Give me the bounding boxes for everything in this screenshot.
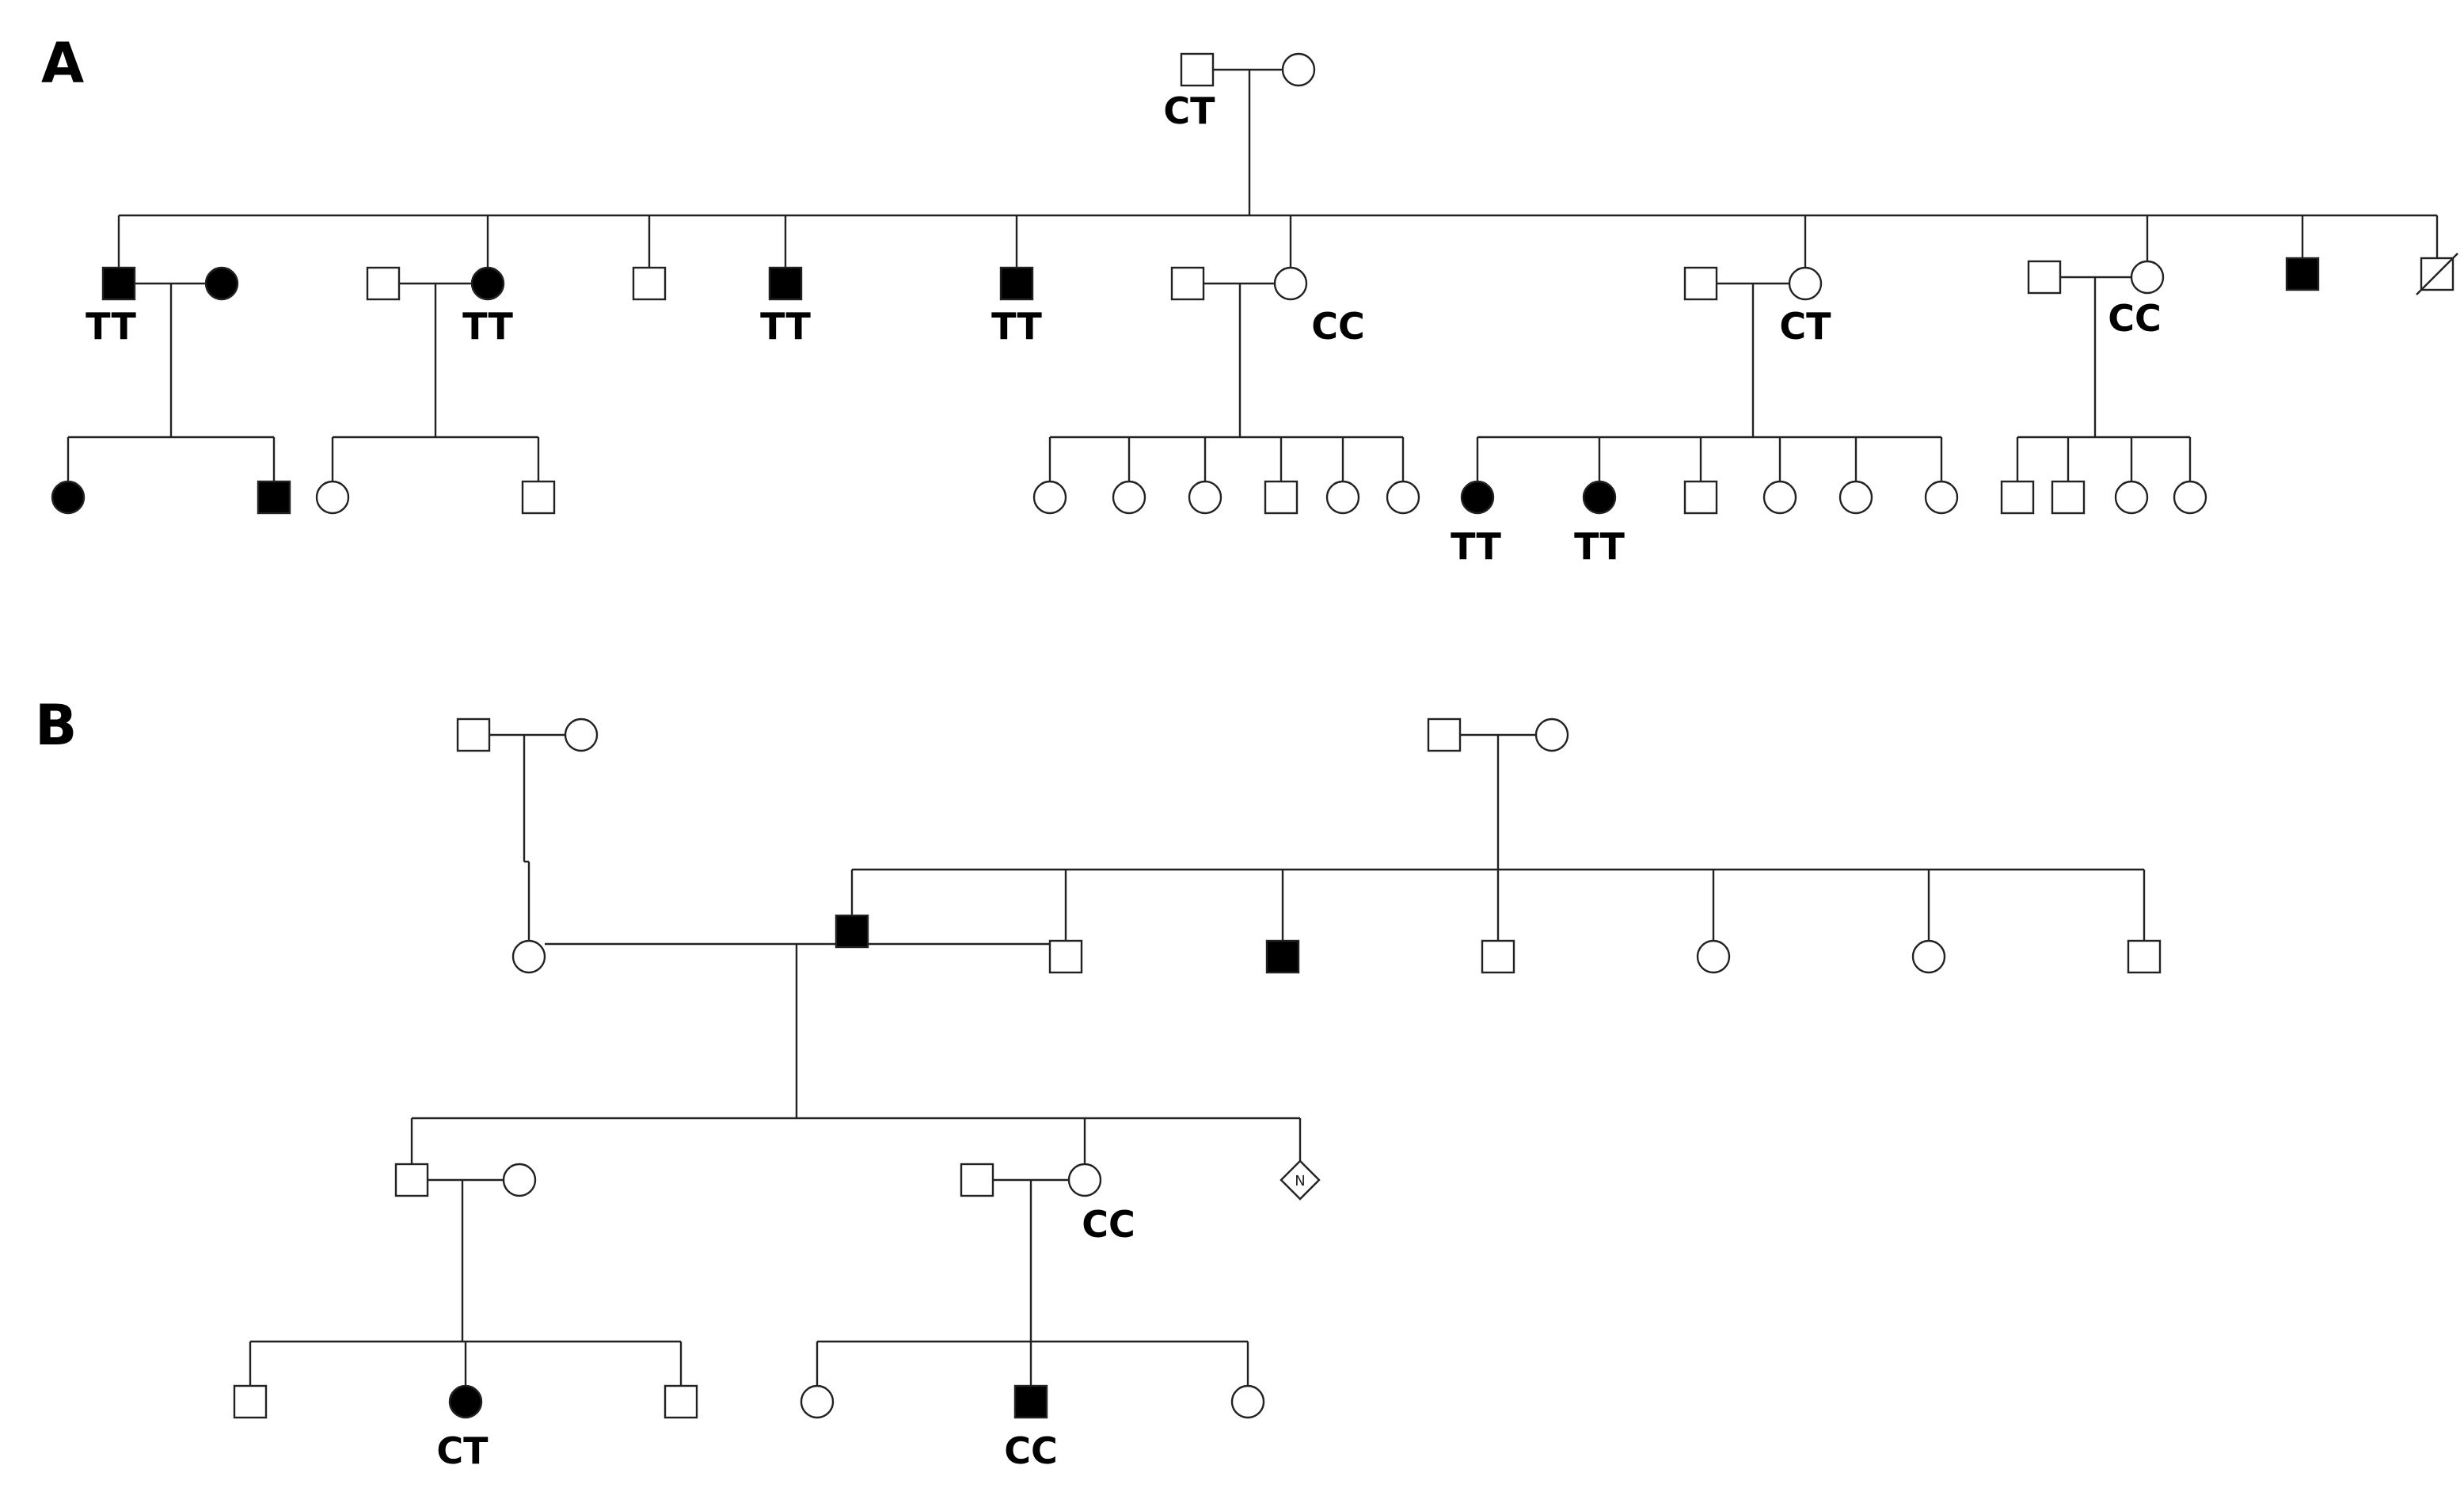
unaffected-male-symbol (521, 480, 556, 515)
unaffected-female-symbol (2114, 480, 2149, 515)
genotype-label: CT (1163, 89, 1215, 132)
panel-label-b: B (35, 693, 77, 758)
unaffected-male-symbol (1048, 939, 1083, 974)
unaffected-male-symbol (2127, 939, 2162, 974)
pedigree-lines (67, 68, 2439, 1386)
unknown-sex-symbol (1280, 1159, 1321, 1201)
unaffected-female-symbol (1534, 717, 1569, 752)
unaffected-male-symbol (1264, 480, 1299, 515)
affected-female-symbol (470, 266, 505, 301)
unaffected-female-symbol (1696, 939, 1731, 974)
unaffected-male-symbol (2051, 480, 2086, 515)
unaffected-male-symbol (960, 1163, 994, 1197)
affected-female-symbol (204, 266, 239, 301)
unaffected-male-symbol (456, 717, 491, 752)
unaffected-female-symbol (1112, 480, 1146, 515)
affected-male-symbol (835, 914, 869, 949)
unaffected-female-symbol (315, 480, 350, 515)
affected-male-symbol (257, 480, 291, 515)
panel-label-a: A (41, 31, 84, 96)
unaffected-female-symbol (1273, 266, 1308, 301)
genotype-label: CC (1311, 305, 1365, 348)
affected-male-symbol (1265, 939, 1300, 974)
unaffected-female-symbol (1281, 52, 1316, 87)
unaffected-male-symbol (1683, 480, 1718, 515)
unaffected-male-symbol (394, 1163, 429, 1197)
deceased-slash (2416, 253, 2458, 295)
unaffected-female-symbol (1924, 480, 1959, 515)
unaffected-male-symbol (1170, 266, 1205, 301)
genotype-label: TT (1574, 525, 1625, 568)
affected-male-symbol (1013, 1384, 1048, 1419)
genotype-label: CT (1779, 305, 1831, 348)
unaffected-male-symbol (233, 1384, 268, 1419)
genotype-label: TT (86, 305, 136, 348)
unaffected-male-symbol (1180, 52, 1215, 87)
pedigree-symbols: N (51, 52, 2458, 1419)
affected-male-symbol (768, 266, 803, 301)
unaffected-male-symbol (632, 266, 667, 301)
genotype-label: CT (436, 1429, 489, 1472)
genotype-label: TT (760, 305, 811, 348)
unaffected-male-symbol (1427, 717, 1462, 752)
genotype-label: CC (1082, 1203, 1135, 1246)
unaffected-female-symbol (800, 1384, 835, 1419)
unaffected-male-symbol (1683, 266, 1718, 301)
unaffected-female-symbol (564, 717, 599, 752)
unaffected-female-symbol (1762, 480, 1797, 515)
sibship-mark: N (1295, 1173, 1305, 1189)
unaffected-male-symbol (664, 1384, 698, 1419)
unaffected-male-symbol (2027, 260, 2062, 295)
unaffected-female-symbol (1788, 266, 1823, 301)
unaffected-female-symbol (1386, 480, 1420, 515)
unaffected-female-symbol (1325, 480, 1360, 515)
unaffected-female-symbol (1032, 480, 1067, 515)
affected-male-symbol (2285, 257, 2320, 291)
unaffected-female-symbol (1911, 939, 1946, 974)
unaffected-male-symbol (366, 266, 401, 301)
unaffected-female-symbol (2173, 480, 2207, 515)
unaffected-female-symbol (511, 939, 546, 974)
unaffected-female-symbol (1838, 480, 1873, 515)
genotype-label: CC (1004, 1429, 1058, 1472)
affected-female-symbol (448, 1384, 483, 1419)
genotype-label: TT (991, 305, 1042, 348)
unaffected-female-symbol (1188, 480, 1222, 515)
affected-female-symbol (1582, 480, 1617, 515)
unaffected-male-symbol (2000, 480, 2035, 515)
genotype-label: TT (1451, 525, 1501, 568)
affected-female-symbol (1460, 480, 1495, 515)
affected-female-symbol (51, 480, 86, 515)
unaffected-female-symbol (1067, 1163, 1102, 1197)
genotype-labels: CT TT TT TT TT CC CT CC TT TT CC CT CC (86, 89, 2162, 1472)
genotype-label: TT (462, 305, 513, 348)
affected-male-symbol (101, 266, 136, 301)
unaffected-female-symbol (1230, 1384, 1265, 1419)
unaffected-female-symbol (2130, 260, 2165, 295)
unaffected-female-symbol (502, 1163, 537, 1197)
genotype-label: CC (2108, 297, 2162, 340)
affected-male-symbol (999, 266, 1034, 301)
unaffected-male-symbol (1481, 939, 1515, 974)
